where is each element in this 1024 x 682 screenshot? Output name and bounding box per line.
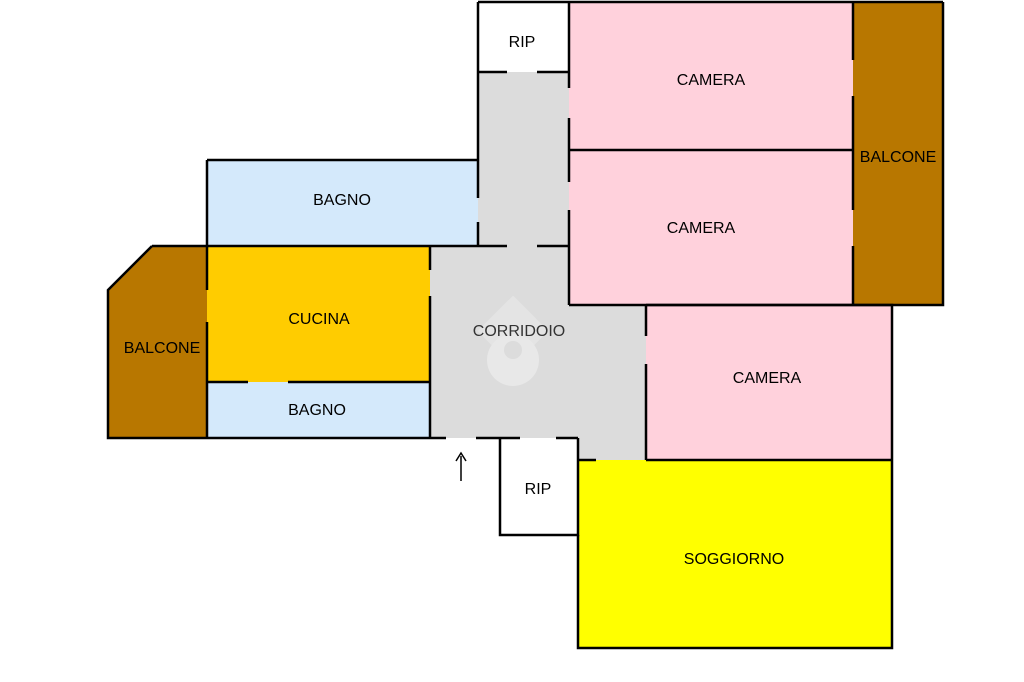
label-cucina: CUCINA xyxy=(288,311,350,328)
label-rip-bottom: RIP xyxy=(525,481,552,498)
wall-rip-bottom xyxy=(498,438,580,537)
label-camera-1: CAMERA xyxy=(677,72,746,89)
walls xyxy=(106,0,945,650)
balcone-right-area xyxy=(853,2,943,305)
corridor-upper-area xyxy=(478,72,569,246)
rip-top-area xyxy=(478,2,569,72)
bagno-top-area xyxy=(207,160,478,246)
rip-bottom-area xyxy=(500,438,578,535)
room-labels: RIP CAMERA CAMERA BALCONE BAGNO CUCINA B… xyxy=(124,34,936,568)
wall-bagno-top xyxy=(205,158,478,246)
label-balcone-right: BALCONE xyxy=(860,149,936,166)
wall-balcone-left xyxy=(106,245,207,440)
wall-soggiorno xyxy=(576,460,894,650)
cucina-area xyxy=(207,246,430,382)
location-pin-icon xyxy=(477,295,549,386)
label-balcone-left: BALCONE xyxy=(124,340,200,357)
label-camera-3: CAMERA xyxy=(733,370,802,387)
label-corridoio: CORRIDOIO xyxy=(473,323,565,340)
camera-3-area xyxy=(646,305,892,460)
wall-camera-3 xyxy=(646,303,894,460)
label-rip-top: RIP xyxy=(509,34,536,51)
label-bagno-bottom: BAGNO xyxy=(288,402,346,419)
label-camera-2: CAMERA xyxy=(667,220,736,237)
room-fills xyxy=(108,2,943,648)
camera-2-area xyxy=(569,150,853,305)
camera-1-area xyxy=(569,2,853,150)
soggiorno-area xyxy=(578,460,892,648)
label-bagno-top: BAGNO xyxy=(313,192,371,209)
label-soggiorno: SOGGIORNO xyxy=(684,551,784,568)
wall-rip-top xyxy=(476,0,569,72)
balcone-left-area xyxy=(108,246,207,438)
up-arrow-icon xyxy=(455,451,467,481)
bagno-bottom-area xyxy=(207,382,430,438)
